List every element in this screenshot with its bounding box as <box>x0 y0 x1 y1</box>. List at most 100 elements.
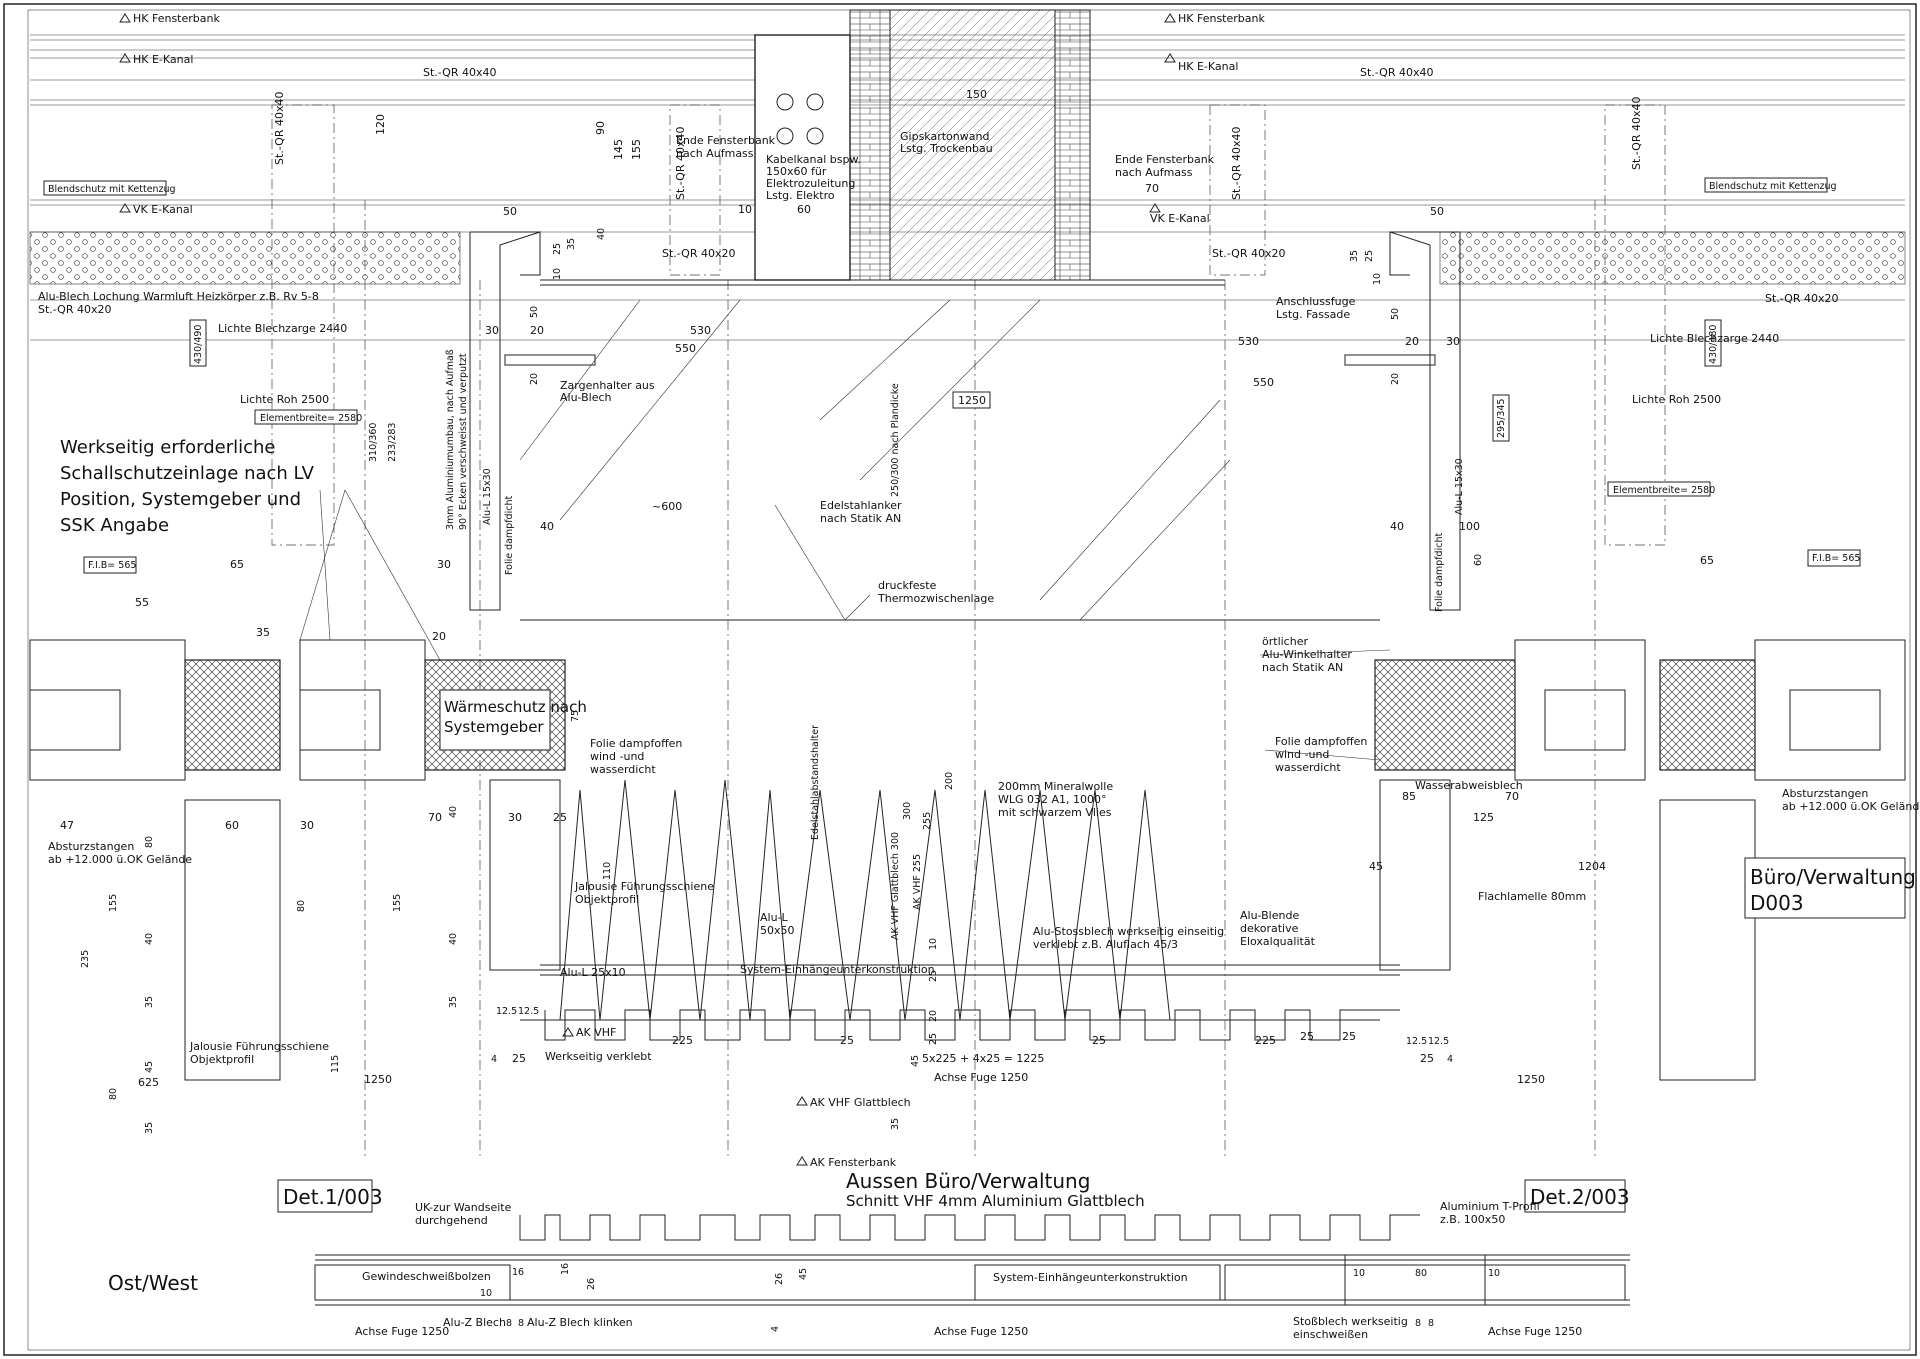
achse-fuge-b2: Achse Fuge 1250 <box>934 1325 1028 1338</box>
dim-label: 200 <box>944 772 955 790</box>
leader-lines <box>299 489 1391 761</box>
d295-box <box>1492 394 1510 442</box>
dim-label: 4 <box>770 1326 781 1332</box>
hk-fensterbank-left: HK Fensterbank <box>133 12 220 25</box>
dim-label: 35 <box>144 996 155 1008</box>
dimension-labels: 150 90 145 155 120 50 50 60 10 70 35 40 … <box>60 88 1860 1332</box>
dim-label: 35 <box>144 1122 155 1134</box>
zargenhalter-1: Zargenhalter aus <box>560 379 655 392</box>
kabelkanal-2: 150x60 für <box>766 165 827 178</box>
schallschutz-line-4: SSK Angabe <box>60 515 169 536</box>
blendschutz-right: Blendschutz mit Kettenzug <box>1709 181 1837 192</box>
section-subtitle: Schnitt VHF 4mm Aluminium Glattblech <box>846 1192 1145 1210</box>
vk-ekanal-left: VK E-Kanal <box>133 203 193 216</box>
dim-label: 530 <box>1238 335 1259 348</box>
werkseitig-verklebt: Werkseitig verklebt <box>545 1050 652 1063</box>
folie-left-1: Folie dampfoffen <box>590 737 682 750</box>
dim-label: 60 <box>1473 554 1484 566</box>
dim-label: 233/283 <box>387 423 398 462</box>
dim-label: 10 <box>928 938 939 950</box>
dim-label: 20 <box>529 373 540 385</box>
ak-vhf-255: AK VHF 255 <box>912 854 923 910</box>
dim-label: 25 <box>552 243 563 255</box>
profile-right-1 <box>1374 659 1516 771</box>
window-head-left <box>469 231 1225 611</box>
cable-duct <box>754 34 851 281</box>
room-number: D003 <box>1750 891 1804 915</box>
zargenhalter-2: Alu-Blech <box>560 391 612 404</box>
jalousie-mid-1: Jalousie Führungsschiene <box>574 880 714 893</box>
dim-label: 25 <box>928 970 939 982</box>
aluminiumumbau-2: 90° Ecken verschweisst und verputzt <box>458 353 469 530</box>
dim-label: 35 <box>890 1118 901 1130</box>
dim-label: 225 <box>672 1034 693 1047</box>
dim-label: F.I.B= 565 <box>88 560 136 571</box>
dim-label: 30 <box>508 811 522 824</box>
dim-label: 65 <box>1700 554 1714 567</box>
elementbreite-box-left <box>254 409 358 425</box>
dim-label: 20 <box>432 630 446 643</box>
dim-label: 12.5 <box>518 1006 539 1017</box>
dim-label: 310/360 <box>368 423 379 462</box>
dim-label: 16 <box>512 1267 524 1278</box>
dim-label: 25 <box>1364 250 1375 262</box>
st-qr-vert-4: St.-QR 40x40 <box>1630 97 1643 170</box>
dim-label: 50 <box>1430 205 1444 218</box>
ende-fensterbank-left-1: Ende Fensterbank <box>676 134 776 147</box>
dim-label: 35 <box>448 996 459 1008</box>
elementbreite-left: Elementbreite= 2580 <box>260 413 362 424</box>
st-qr-vert-1: St.-QR 40x40 <box>273 92 286 165</box>
dim-label: 70 <box>1145 182 1159 195</box>
absturz-right-1: Absturzstangen <box>1782 787 1868 800</box>
waermeschutz-box <box>439 689 551 751</box>
achse-fuge-b1: Achse Fuge 1250 <box>355 1325 449 1338</box>
dim-label: 155 <box>108 894 119 912</box>
edelstahl-abstand: Edelstahlabstandshalter <box>810 725 821 840</box>
dim-label: 25 <box>512 1052 526 1065</box>
alu-l-15x30-left: Alu-L 15x30 <box>482 468 493 525</box>
st-qr-40x20-mid-left: St.-QR 40x20 <box>662 247 735 260</box>
level-markers <box>119 13 1176 1166</box>
dim-label: 1204 <box>1578 860 1606 873</box>
dim-label: 10 <box>552 268 563 280</box>
room-box <box>1744 857 1906 919</box>
aluminiumumbau-1: 3mm Aluminiumumbau, nach Aufmaß <box>445 349 456 530</box>
system-einhaenge-bottom: System-Einhängeunterkonstruktion <box>993 1271 1188 1284</box>
aluminium-t-profil-1: Aluminium T-Profil <box>1440 1200 1540 1213</box>
dim-label: 25 <box>553 811 567 824</box>
uk-wandseite-2: durchgehend <box>415 1214 488 1227</box>
alu-l-50x50-2: 50x50 <box>760 924 795 937</box>
mineralwolle-2: WLG 032 A1, 1000° <box>998 793 1107 806</box>
dim-label: 16 <box>560 1263 571 1275</box>
d430-box-left <box>189 319 207 367</box>
stossblech-2: einschweißen <box>1293 1328 1368 1341</box>
dim-label: 80 <box>296 900 307 912</box>
det1-label: Det.1/003 <box>283 1185 383 1209</box>
dim-label: 10 <box>1372 273 1383 285</box>
glass-hatch <box>519 299 1231 621</box>
det2-label: Det.2/003 <box>1530 1185 1630 1209</box>
cladding-profile <box>544 1009 1400 1041</box>
dim-label: 55 <box>135 596 149 609</box>
oertlicher-1: örtlicher <box>1262 635 1308 648</box>
st-qr-vert-3: St.-QR 40x40 <box>1230 127 1243 200</box>
dim-label: 4 <box>491 1054 497 1065</box>
schallschutz-line-1: Werkseitig erforderliche <box>60 437 276 458</box>
blendschutz-left: Blendschutz mit Kettenzug <box>48 184 176 195</box>
elementbreite-right: Elementbreite= 2580 <box>1613 485 1715 496</box>
alu-stossblech-1: Alu-Stossblech werkseitig einseitig <box>1033 925 1224 938</box>
dim-label: 120 <box>374 114 387 135</box>
alu-l-50x50-1: Alu-L <box>760 911 789 924</box>
jalousie-low-2: Objektprofil <box>190 1053 254 1066</box>
dim-label: 50 <box>503 205 517 218</box>
dim-label: 5x225 + 4x25 = 1225 <box>922 1052 1044 1065</box>
folie-right-3: wasserdicht <box>1275 761 1341 774</box>
brick-wall-right <box>1054 9 1091 281</box>
dim-label: 10 <box>480 1288 492 1299</box>
d1250-box <box>952 391 991 409</box>
dim-label: 70 <box>428 811 442 824</box>
dim-label: 30 <box>437 558 451 571</box>
dim-label: 8 <box>506 1318 512 1329</box>
level-labels: HK Fensterbank HK Fensterbank HK E-Kanal… <box>133 12 1265 1169</box>
druckfeste-2: Thermozwischenlage <box>877 592 994 605</box>
